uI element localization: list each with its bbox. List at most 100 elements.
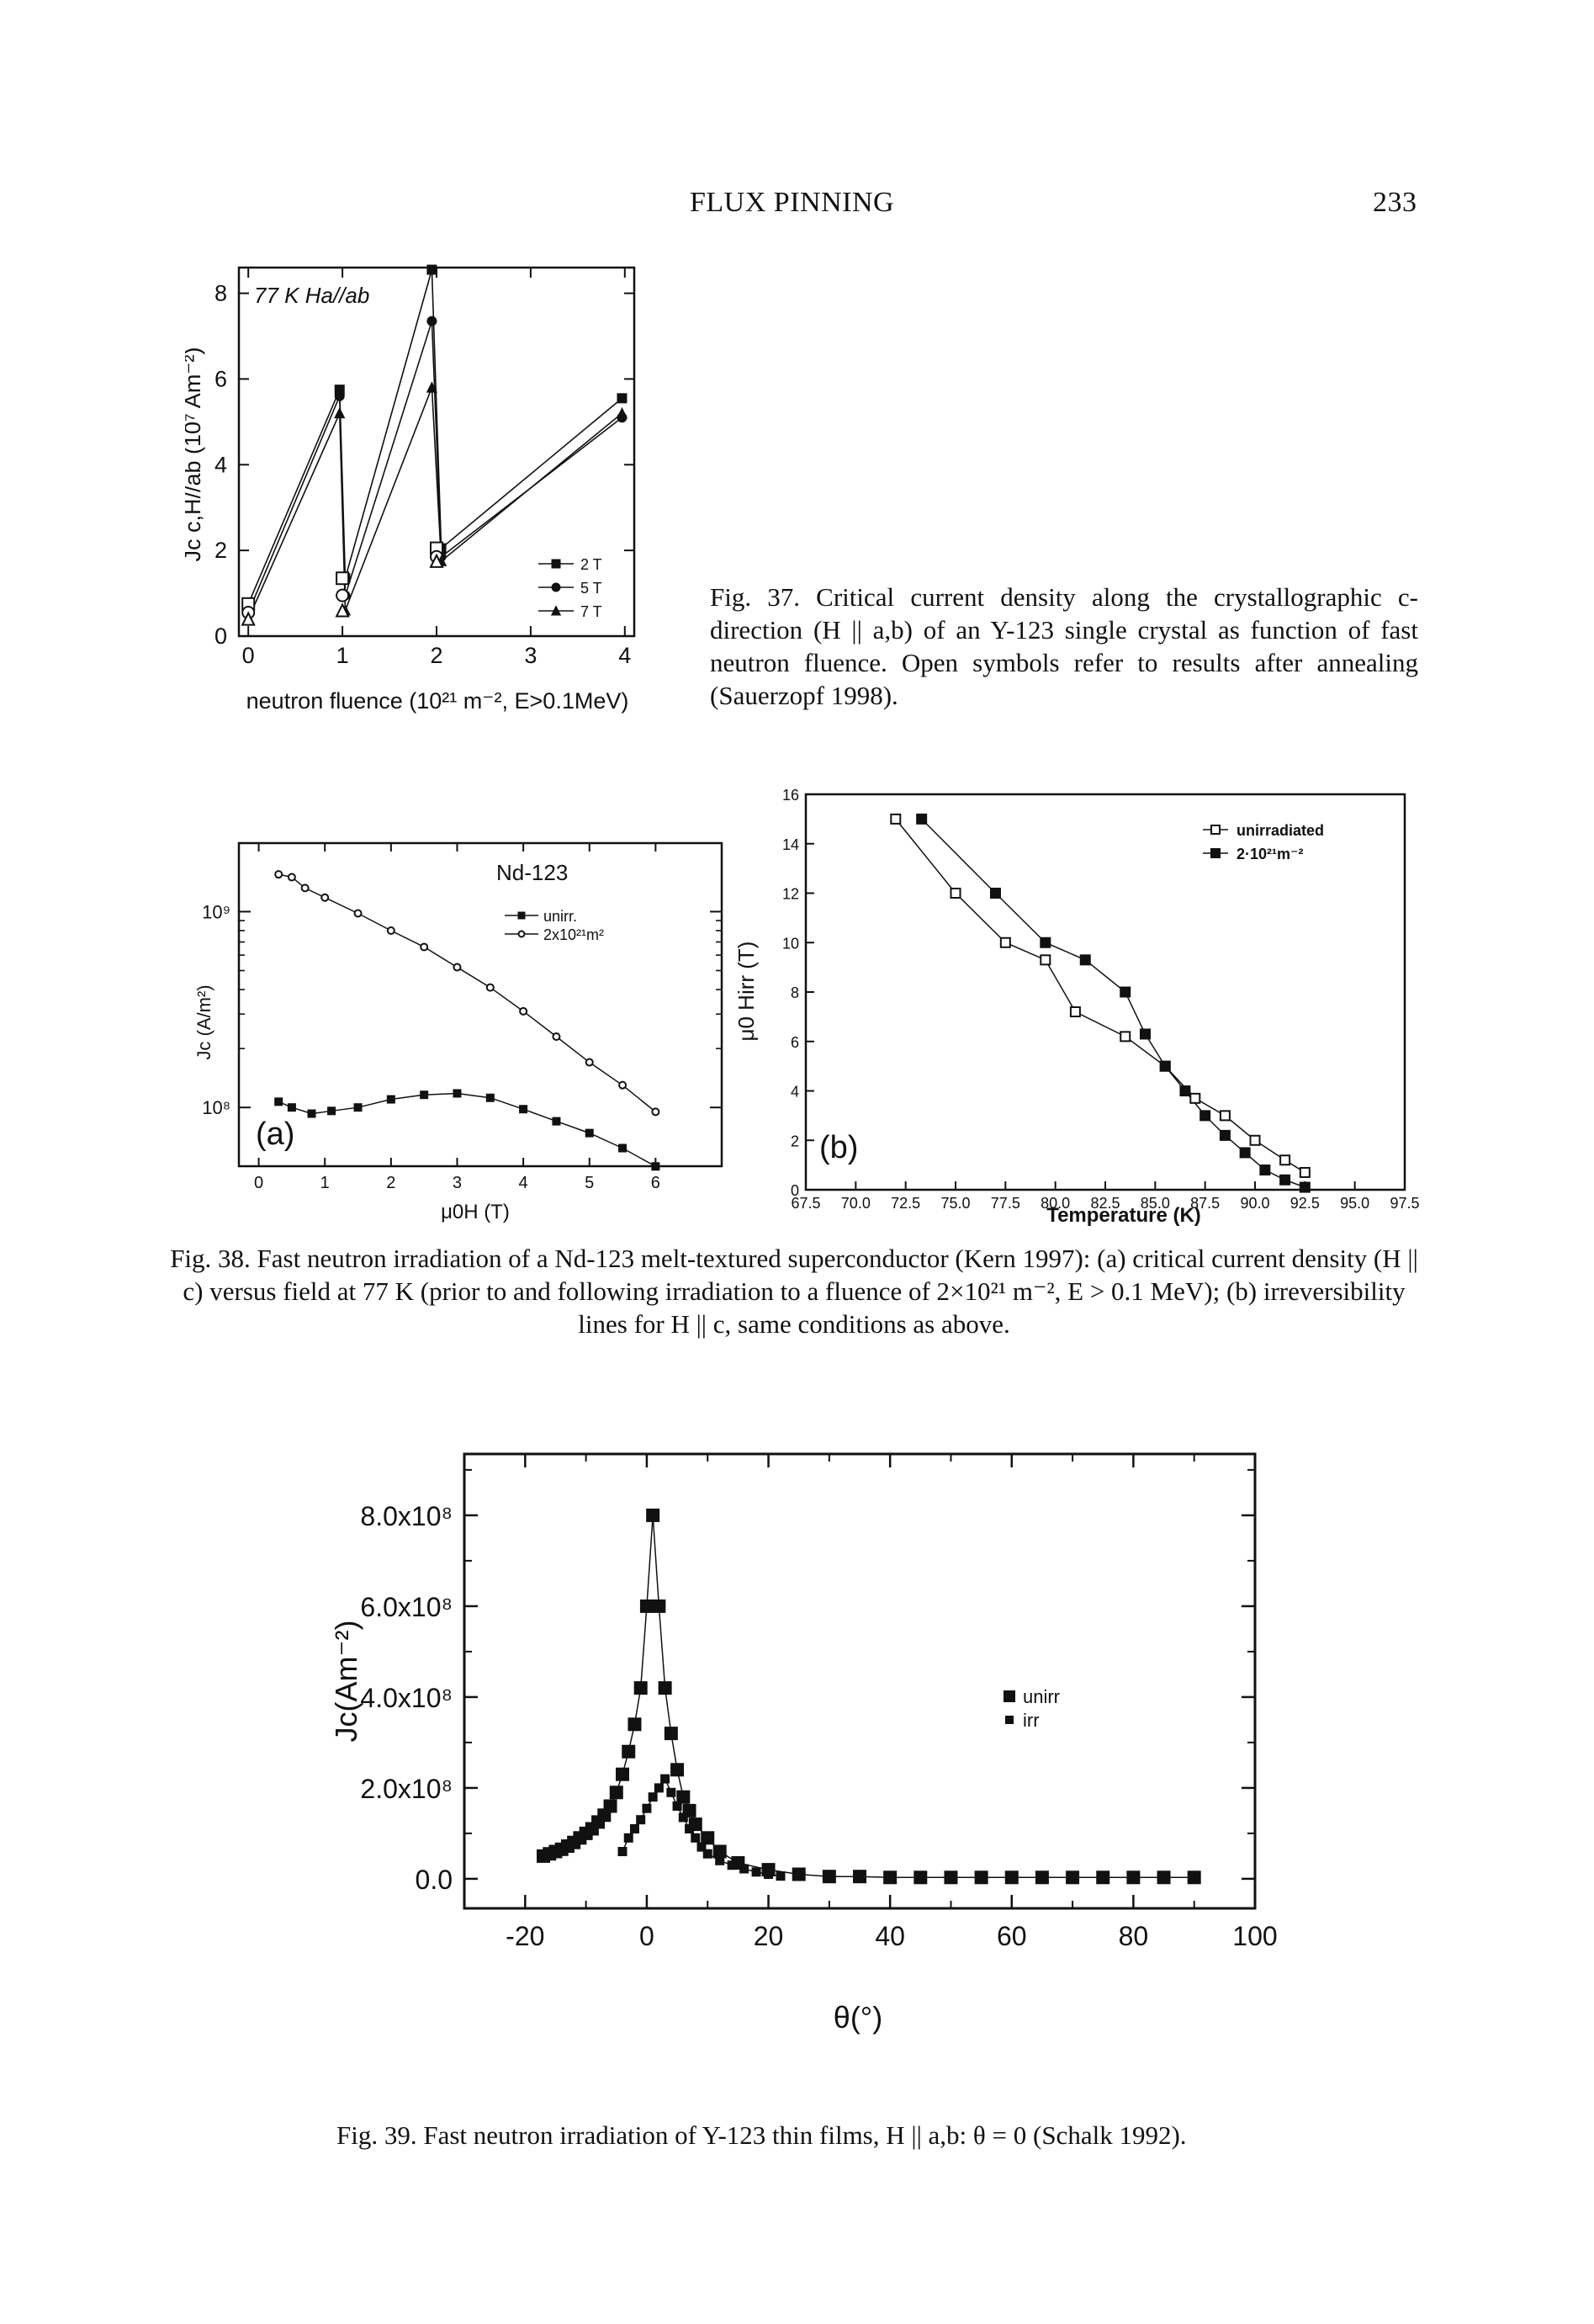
- data-point: [485, 983, 495, 992]
- legend-label: unirradiated: [1237, 822, 1324, 839]
- data-point: [287, 1103, 296, 1112]
- x-tick-label: 0: [639, 1921, 654, 1951]
- x-tick-label: 6: [651, 1174, 660, 1192]
- legend-marker: [550, 605, 562, 616]
- data-point: [1069, 1006, 1081, 1017]
- data-point: [664, 1727, 678, 1741]
- data-point: [1219, 1110, 1231, 1122]
- data-point: [353, 909, 363, 918]
- data-point-annealed: [336, 588, 350, 602]
- x-tick-label: 75.0: [940, 1195, 970, 1212]
- data-point: [1299, 1166, 1311, 1178]
- data-point: [944, 1870, 958, 1885]
- x-tick-label: 20: [754, 1921, 784, 1951]
- data-point: [999, 936, 1011, 948]
- data-point: [712, 1844, 727, 1859]
- data-point: [1279, 1154, 1291, 1166]
- data-point: [622, 1744, 636, 1759]
- legend-label: unirr: [1023, 1686, 1060, 1707]
- x-tick-label: 87.5: [1190, 1195, 1220, 1212]
- x-tick-label: 70.0: [841, 1195, 871, 1212]
- data-point: [678, 1812, 688, 1823]
- y-tick-label: 10⁹: [202, 901, 230, 922]
- data-point: [1279, 1174, 1291, 1186]
- series-line: [278, 1092, 656, 1167]
- y-tick-label: 14: [782, 836, 799, 853]
- y-tick-label: 10: [782, 935, 799, 952]
- x-tick-label: 97.5: [1390, 1195, 1419, 1212]
- x-tick-label: 4: [519, 1174, 528, 1192]
- data-point: [629, 1824, 639, 1833]
- data-point: [646, 1508, 660, 1522]
- legend-marker: [1005, 1716, 1014, 1724]
- data-point: [702, 1849, 712, 1859]
- x-tick-label: 85.0: [1141, 1195, 1170, 1212]
- data-point: [648, 1792, 658, 1802]
- x-tick-label: 72.5: [891, 1195, 920, 1212]
- data-point: [274, 870, 283, 879]
- data-point: [633, 1681, 648, 1695]
- legend-marker: [517, 911, 526, 920]
- data-point: [696, 1842, 707, 1852]
- legend-label: 2x10²¹m²: [543, 926, 604, 943]
- x-tick-label: 0: [242, 643, 255, 668]
- y-tick-label: 4: [214, 452, 227, 477]
- data-point: [651, 1107, 660, 1117]
- data-point: [1159, 1060, 1171, 1072]
- data-point: [617, 393, 628, 404]
- page-number: 233: [1373, 187, 1417, 218]
- y-axis-label: Jc c,H//ab (10⁷ Am⁻²): [185, 347, 205, 561]
- y-tick-label: 0.0: [416, 1865, 453, 1895]
- data-point: [320, 893, 330, 902]
- data-point: [1066, 1870, 1080, 1885]
- data-point: [1120, 986, 1131, 998]
- data-point: [1079, 954, 1091, 966]
- data-point-annealed: [241, 611, 256, 626]
- data-point: [274, 1097, 283, 1106]
- y-tick-label: 6.0x10⁸: [360, 1592, 453, 1622]
- data-point: [1139, 1028, 1151, 1040]
- data-point: [616, 1767, 629, 1781]
- annotation: Nd-123: [496, 860, 568, 885]
- data-point: [353, 1103, 363, 1112]
- data-point: [585, 1128, 594, 1138]
- data-point: [672, 1801, 682, 1811]
- x-tick-label: 60: [997, 1921, 1027, 1951]
- data-point: [552, 1032, 561, 1041]
- x-tick-label: 1: [336, 643, 349, 668]
- data-point: [623, 1833, 633, 1843]
- legend-label: 2·10²¹m⁻²: [1237, 846, 1304, 862]
- x-axis-label: Temperature (K): [1046, 1204, 1201, 1227]
- data-point: [307, 1109, 316, 1118]
- data-point: [639, 1599, 654, 1613]
- data-point: [386, 1095, 395, 1104]
- data-point: [618, 1143, 628, 1153]
- x-tick-label: 80: [1119, 1921, 1149, 1951]
- data-point: [334, 390, 345, 401]
- x-tick-label: 5: [585, 1174, 594, 1192]
- data-point: [739, 1864, 749, 1874]
- data-point: [327, 1106, 336, 1116]
- data-point: [989, 888, 1001, 899]
- data-point: [1126, 1870, 1141, 1885]
- data-point: [1259, 1165, 1271, 1175]
- x-tick-label: 4: [618, 643, 631, 668]
- data-point: [654, 1783, 664, 1793]
- data-point-annealed: [335, 602, 350, 618]
- data-point: [1035, 1870, 1049, 1885]
- data-point: [519, 1006, 528, 1016]
- x-tick-label: 2: [430, 643, 442, 668]
- data-point: [914, 1870, 928, 1885]
- data-point: [618, 1080, 628, 1090]
- data-point: [1239, 1147, 1251, 1159]
- data-point: [485, 1093, 495, 1102]
- annotation: 77 K Ha//ab: [254, 283, 369, 308]
- data-point: [715, 1855, 725, 1865]
- data-point: [751, 1867, 761, 1877]
- data-point: [426, 316, 437, 326]
- data-point: [1299, 1181, 1311, 1193]
- x-tick-label: 100: [1232, 1921, 1277, 1951]
- data-point: [666, 1787, 676, 1797]
